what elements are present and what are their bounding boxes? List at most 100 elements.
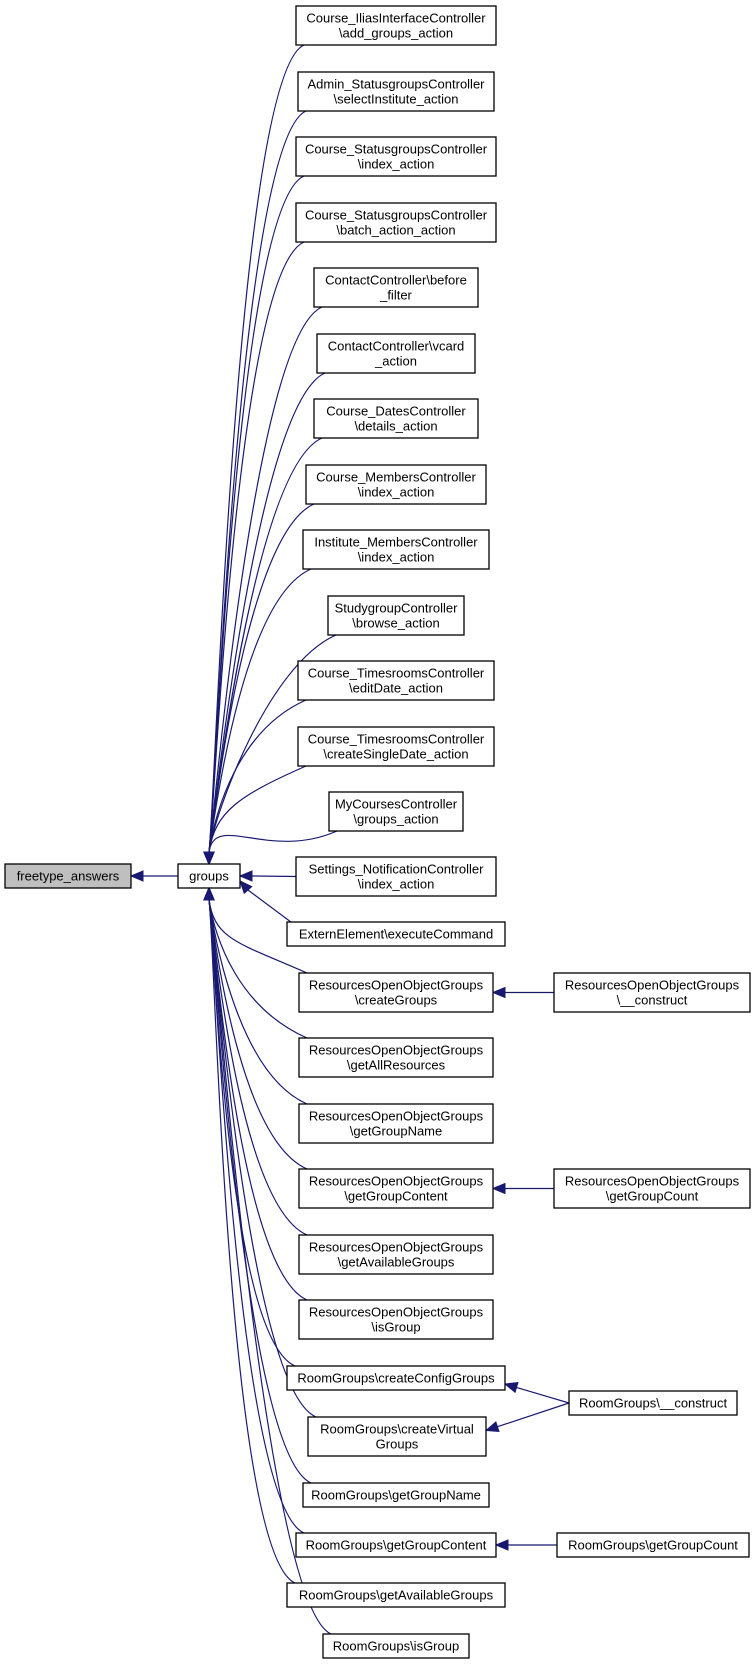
- node-box: [298, 972, 494, 1013]
- node-box: [298, 1299, 494, 1340]
- node-label: RoomGroups\__construct: [579, 1396, 728, 1411]
- node-label: \browse_action: [352, 616, 439, 631]
- node-box: [302, 529, 490, 570]
- node-n14[interactable]: Settings_NotificationController\index_ac…: [295, 856, 497, 897]
- node-n11[interactable]: Course_TimesroomsController\editDate_act…: [297, 660, 495, 701]
- node-label: _action: [374, 354, 417, 369]
- node-box: [313, 267, 479, 308]
- node-n27[interactable]: RoomGroups\isGroup: [322, 1633, 470, 1659]
- edge-n12-to-groups: [208, 765, 307, 853]
- node-groups[interactable]: groups: [177, 863, 241, 889]
- node-box: [316, 333, 476, 374]
- node-n6[interactable]: ContactController\vcard_action: [316, 333, 476, 374]
- node-label: \index_action: [358, 877, 435, 892]
- node-label: \details_action: [354, 419, 437, 434]
- node-box: [568, 1390, 738, 1416]
- edge-n4-to-groups: [208, 241, 305, 853]
- node-box: [295, 136, 497, 177]
- nodes-layer: freetype_answers groups Course_IliasInterf…: [4, 5, 751, 1659]
- node-label: Course_TimesroomsController: [308, 732, 485, 747]
- node-n22[interactable]: RoomGroups\createConfigGroups: [286, 1365, 506, 1391]
- edge-n13-to-groups: [208, 830, 338, 853]
- node-label: RoomGroups\getGroupCount: [568, 1538, 738, 1553]
- node-box: [297, 660, 495, 701]
- node-box: [297, 726, 495, 767]
- node-n16[interactable]: ResourcesOpenObjectGroups\createGroups: [298, 972, 494, 1013]
- node-n3[interactable]: Course_StatusgroupsController\index_acti…: [295, 136, 497, 177]
- node-n28[interactable]: ResourcesOpenObjectGroups\__construct: [553, 972, 751, 1013]
- node-label: ResourcesOpenObjectGroups: [309, 978, 484, 993]
- node-n25[interactable]: RoomGroups\getGroupContent: [295, 1532, 497, 1558]
- node-n26[interactable]: RoomGroups\getAvailableGroups: [286, 1582, 506, 1608]
- node-label: RoomGroups\createVirtual: [320, 1422, 474, 1437]
- node-n7[interactable]: Course_DatesController\details_action: [313, 398, 479, 439]
- node-label: \groups_action: [353, 812, 438, 827]
- node-n18[interactable]: ResourcesOpenObjectGroups\getGroupName: [298, 1103, 494, 1144]
- arrowhead-icon: [129, 870, 144, 882]
- node-n1[interactable]: Course_IliasInterfaceController\add_grou…: [295, 5, 497, 46]
- node-label: RoomGroups\getGroupName: [311, 1488, 481, 1503]
- node-box: [295, 202, 497, 243]
- node-label: Course_DatesController: [326, 404, 466, 419]
- node-label: \getGroupName: [350, 1124, 443, 1139]
- edge-n10-to-groups: [208, 634, 337, 853]
- node-box: [553, 1168, 751, 1209]
- node-box: [286, 1582, 506, 1608]
- arrowhead-icon: [238, 870, 253, 882]
- node-label: \index_action: [358, 157, 435, 172]
- arrowhead-icon: [494, 1539, 509, 1551]
- node-box: [297, 71, 495, 112]
- node-n19[interactable]: ResourcesOpenObjectGroups\getGroupConten…: [298, 1168, 494, 1209]
- edge-n11-to-groups: [208, 699, 307, 853]
- node-label: \__construct: [617, 993, 688, 1008]
- arrowhead-icon: [484, 1421, 500, 1433]
- node-label: groups: [189, 869, 229, 884]
- node-n10[interactable]: StudygroupController\browse_action: [327, 595, 465, 636]
- node-box: [305, 464, 487, 505]
- node-n2[interactable]: Admin_StatusgroupsController\selectInsti…: [297, 71, 495, 112]
- node-n21[interactable]: ResourcesOpenObjectGroups\isGroup: [298, 1299, 494, 1340]
- arrowhead-icon: [239, 880, 253, 895]
- node-box: [298, 1234, 494, 1275]
- node-n31[interactable]: RoomGroups\getGroupCount: [556, 1532, 750, 1558]
- node-label: \selectInstitute_action: [333, 92, 458, 107]
- edge-n14-to-groups: [251, 875, 297, 878]
- node-n4[interactable]: Course_StatusgroupsController\batch_acti…: [295, 202, 497, 243]
- edge-n16-to-groups: [208, 899, 308, 974]
- arrowhead-icon: [491, 1182, 506, 1195]
- node-box: [556, 1532, 750, 1558]
- node-label: RoomGroups\createConfigGroups: [297, 1371, 495, 1386]
- node-n8[interactable]: Course_MembersController\index_action: [305, 464, 487, 505]
- node-n5[interactable]: ContactController\before_filter: [313, 267, 479, 308]
- node-box: [295, 1532, 497, 1558]
- node-label: StudygroupController: [335, 601, 459, 616]
- node-n30[interactable]: RoomGroups\__construct: [568, 1390, 738, 1416]
- node-box: [553, 972, 751, 1013]
- node-n15[interactable]: ExternElement\executeCommand: [286, 921, 506, 947]
- node-label: ResourcesOpenObjectGroups: [309, 1240, 484, 1255]
- node-n17[interactable]: ResourcesOpenObjectGroups\getAllResource…: [298, 1037, 494, 1078]
- node-n20[interactable]: ResourcesOpenObjectGroups\getAvailableGr…: [298, 1234, 494, 1275]
- edges-layer: [129, 44, 570, 1635]
- node-label: ResourcesOpenObjectGroups: [565, 1174, 740, 1189]
- edge-n26-to-groups: [208, 899, 296, 1584]
- node-n13[interactable]: MyCoursesController\groups_action: [328, 791, 464, 832]
- node-label: ResourcesOpenObjectGroups: [565, 978, 740, 993]
- node-label: Course_IliasInterfaceController: [306, 11, 486, 26]
- node-box: [302, 1482, 490, 1508]
- node-n29[interactable]: ResourcesOpenObjectGroups\getGroupCount: [553, 1168, 751, 1209]
- node-label: \getGroupContent: [344, 1189, 448, 1204]
- node-n9[interactable]: Institute_MembersController\index_action: [302, 529, 490, 570]
- node-box: [177, 863, 241, 889]
- node-freetype_answers[interactable]: freetype_answers: [4, 863, 132, 889]
- node-box: [4, 863, 132, 889]
- arrowhead-icon: [203, 851, 215, 866]
- node-n24[interactable]: RoomGroups\getGroupName: [302, 1482, 490, 1508]
- node-box: [295, 5, 497, 46]
- node-n12[interactable]: Course_TimesroomsController\createSingle…: [297, 726, 495, 767]
- arrowhead-icon: [503, 1382, 519, 1394]
- node-box: [322, 1633, 470, 1659]
- node-label: \createGroups: [355, 993, 438, 1008]
